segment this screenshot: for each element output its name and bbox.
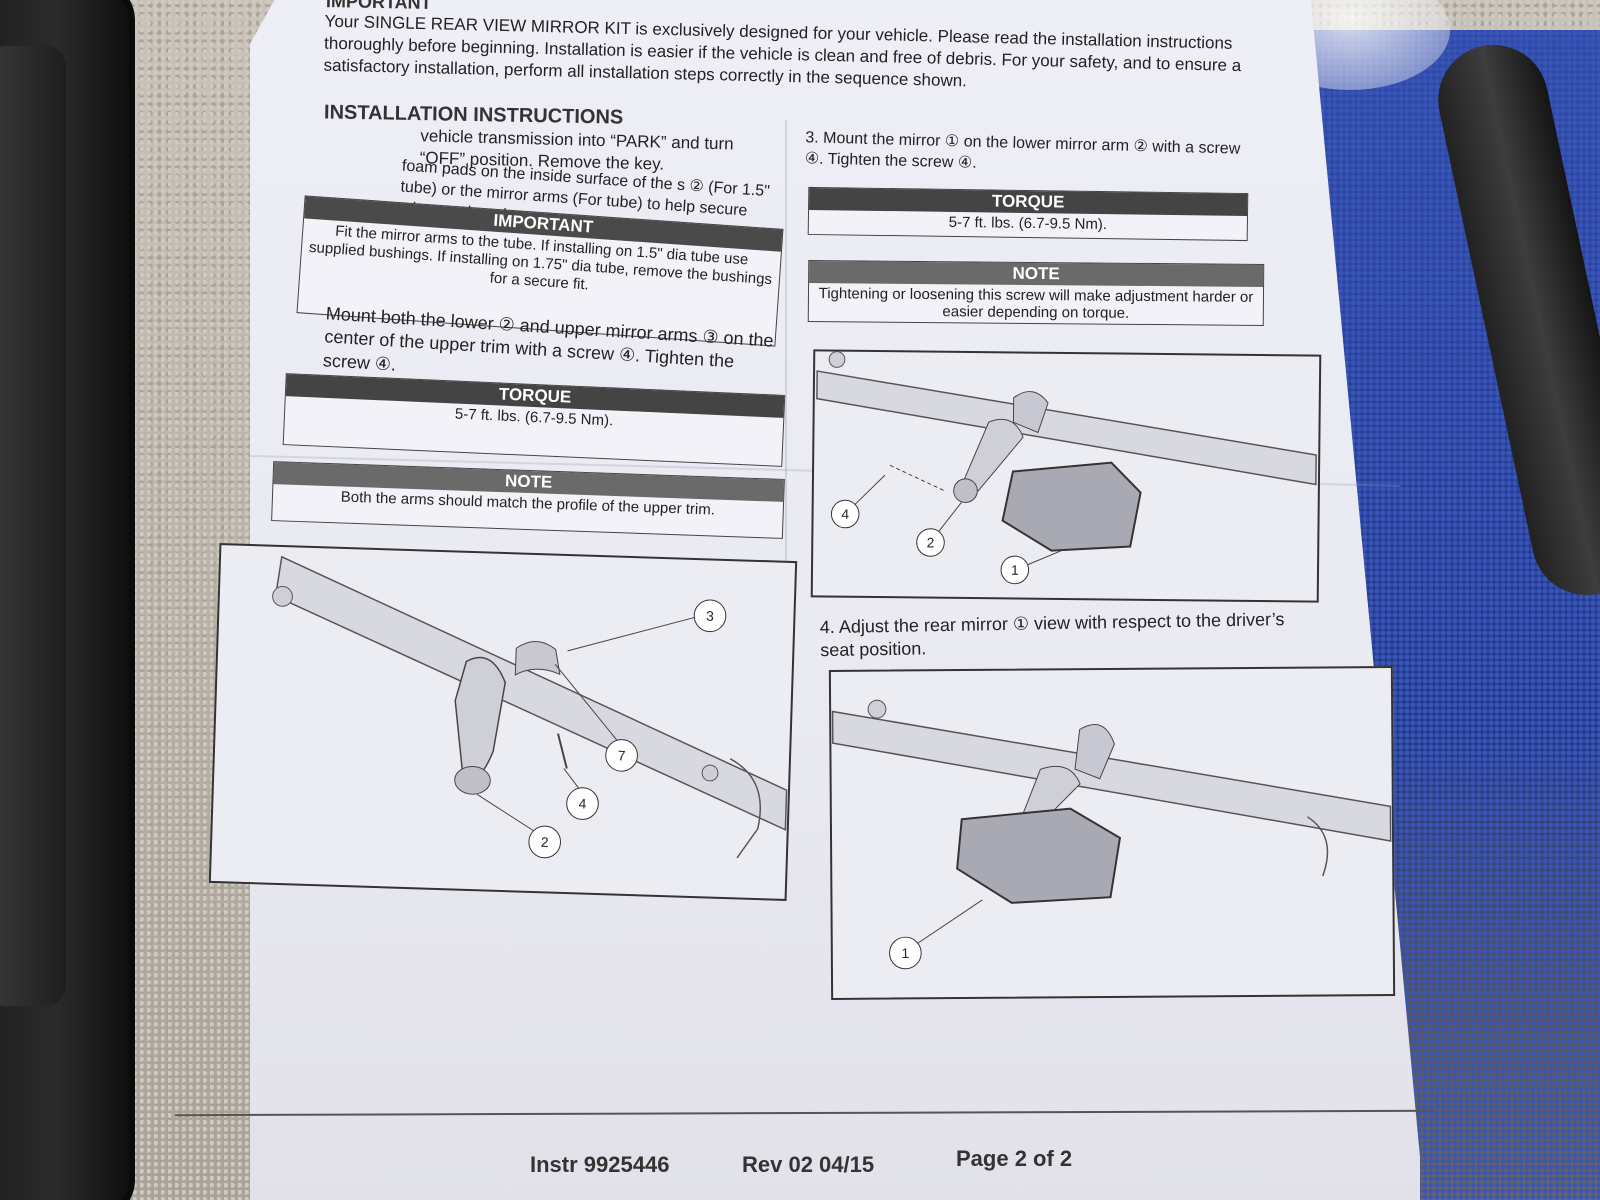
- figure-arm-mounting: 3 7 4 2: [208, 543, 798, 901]
- callout-7: 7: [617, 747, 625, 763]
- callout-4: 4: [578, 795, 586, 811]
- mirror-glass-left: [0, 0, 135, 1200]
- callout-2b: 2: [927, 535, 935, 550]
- callout-2: 2: [541, 834, 549, 850]
- callout-3: 3: [706, 608, 714, 624]
- footer-page-number: Page 2 of 2: [956, 1146, 1073, 1171]
- callout-4b: 4: [841, 507, 849, 522]
- step-4-text: 4. Adjust the rear mirror ① view with re…: [819, 609, 1285, 661]
- figure-mirror-mounting-drawing: 4 2 1: [816, 351, 1317, 585]
- figure-arm-mounting-drawing: 3 7 4 2: [272, 555, 788, 859]
- figure-mirror-adjust-drawing: 1: [831, 699, 1392, 970]
- footer-instruction-number: Instr 9925446: [530, 1152, 670, 1177]
- callout-1c: 1: [901, 945, 909, 961]
- paper-fold-vertical: [785, 120, 787, 900]
- footer-revision: Rev 02 04/15: [742, 1152, 875, 1177]
- note-box-right: NOTE Tightening or loosening this screw …: [807, 260, 1265, 326]
- callout-1b: 1: [1011, 563, 1019, 578]
- torque-box-right: TORQUE 5-7 ft. lbs. (6.7-9.5 Nm).: [807, 186, 1249, 242]
- figure-mirror-adjust: 1: [828, 666, 1396, 1000]
- figure-mirror-mounting: 4 2 1: [810, 349, 1322, 603]
- note-right-body: Tightening or loosening this screw will …: [818, 285, 1254, 322]
